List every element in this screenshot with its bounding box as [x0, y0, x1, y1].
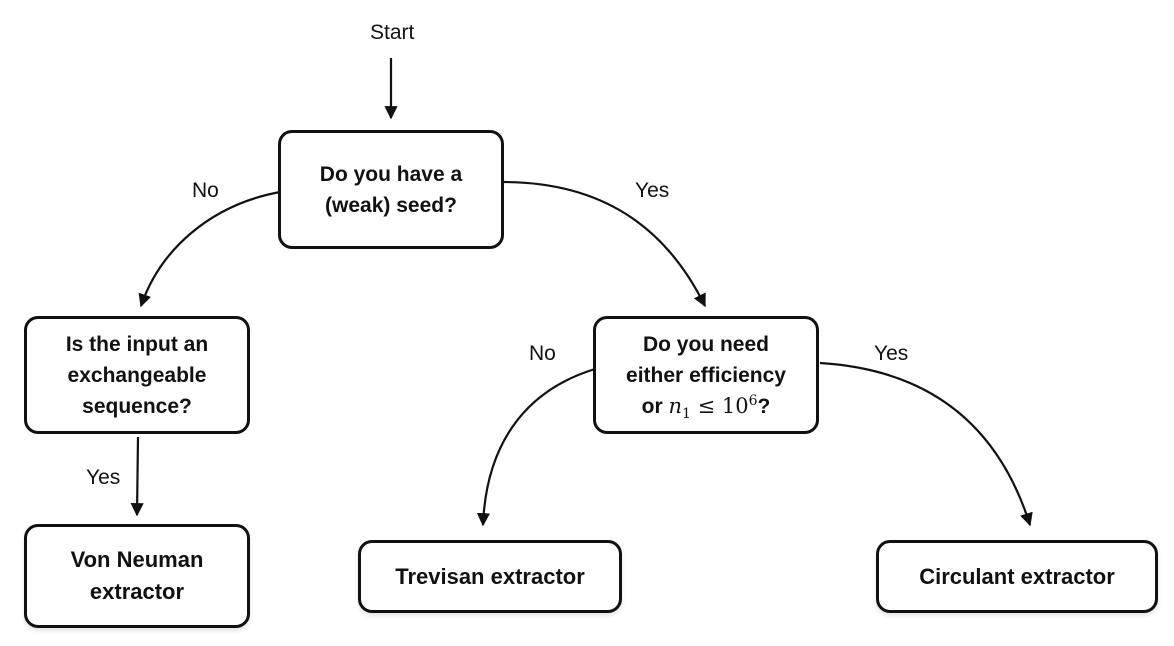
seed-question-node: Do you have a (weak) seed? [278, 130, 504, 249]
circulant-extractor-label: Circulant extractor [919, 563, 1115, 589]
exchangeable-question-node: Is the input an exchangeable sequence? [24, 316, 250, 434]
edge-efficiency-yes [819, 361, 1033, 527]
edge-seed-yes [502, 180, 706, 308]
efficiency-question-suffix: ? [757, 394, 771, 418]
seed-question-line-2: (weak) seed? [325, 193, 457, 217]
efficiency-question-node: Do you need either efficiency or n1 ≤ 10… [593, 316, 819, 434]
start-label: Start [370, 21, 415, 44]
efficiency-question-line-1: Do you need [642, 332, 769, 356]
seed-no-label: No [192, 179, 219, 202]
exchangeable-question-line-3: sequence? [82, 394, 192, 418]
efficiency-question-line-3: or n1 ≤ 106? [626, 391, 786, 422]
von-neuman-line-1: Von Neuman [70, 547, 204, 572]
von-neuman-line-2: extractor [89, 579, 185, 604]
exchangeable-question-line-1: Is the input an [65, 332, 209, 356]
seed-question-line-1: Do you have a [319, 162, 463, 186]
formula-exponent: 6 [748, 392, 758, 409]
exchangeable-yes-label: Yes [86, 466, 121, 489]
efficiency-yes-label: Yes [874, 342, 909, 365]
exchangeable-question-line-2: exchangeable [67, 363, 207, 387]
efficiency-question-formula: n1 ≤ 106 [668, 392, 758, 421]
edge-exchangeable-yes [130, 436, 144, 517]
efficiency-question-prefix: or [641, 394, 669, 418]
von-neuman-extractor-node: Von Neuman extractor [24, 524, 250, 628]
formula-operator: ≤ 10 [690, 393, 749, 418]
edge-seed-no [138, 190, 281, 308]
trevisan-extractor-label: Trevisan extractor [395, 563, 585, 589]
seed-yes-label: Yes [635, 179, 670, 202]
efficiency-no-label: No [529, 342, 556, 365]
trevisan-extractor-node: Trevisan extractor [358, 540, 622, 613]
formula-subscript: 1 [682, 405, 691, 422]
edge-efficiency-no [476, 367, 596, 527]
circulant-extractor-node: Circulant extractor [876, 540, 1158, 613]
efficiency-question-line-2: either efficiency [626, 363, 786, 387]
formula-variable: n [668, 393, 683, 418]
